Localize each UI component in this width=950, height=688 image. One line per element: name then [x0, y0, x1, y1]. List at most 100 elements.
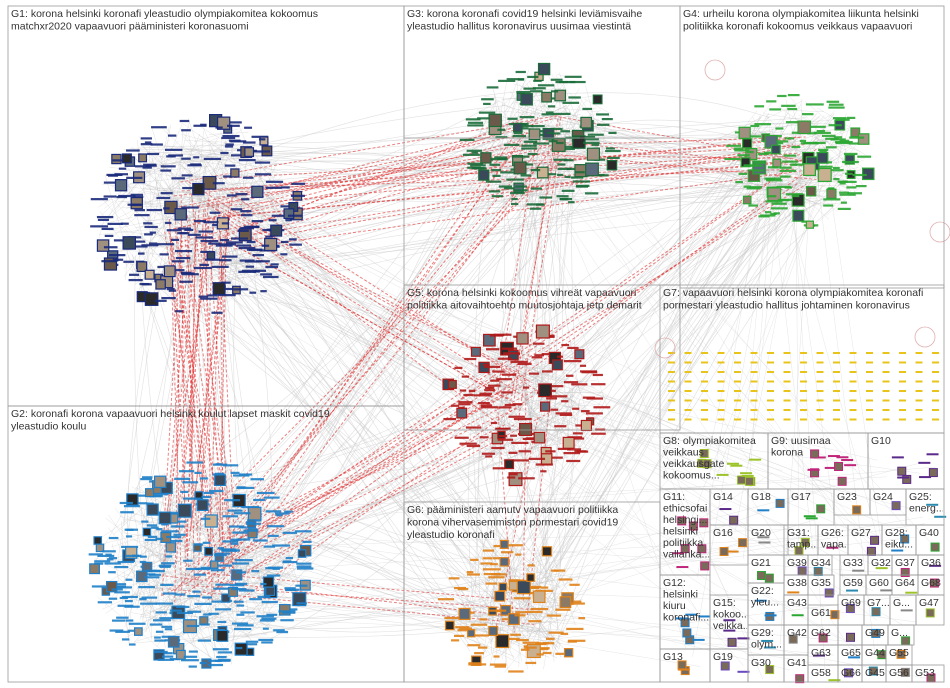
node-label[interactable] — [566, 374, 574, 377]
node-label[interactable] — [200, 623, 210, 626]
node-label[interactable] — [497, 357, 512, 360]
node-avatar[interactable] — [528, 128, 541, 141]
node-label[interactable] — [882, 352, 890, 354]
node-label[interactable] — [179, 232, 190, 235]
node-label[interactable] — [717, 361, 725, 364]
node-label[interactable] — [200, 517, 211, 520]
node-label[interactable] — [231, 622, 249, 625]
node-label[interactable] — [232, 531, 248, 534]
node-label[interactable] — [489, 158, 507, 161]
node-label[interactable] — [564, 175, 571, 178]
node-label[interactable] — [746, 150, 754, 154]
node-label[interactable] — [525, 661, 537, 665]
node-label[interactable] — [758, 152, 769, 155]
node-label[interactable] — [458, 403, 471, 406]
node-label[interactable] — [491, 169, 502, 172]
node-avatar[interactable] — [533, 431, 546, 444]
node-label[interactable] — [261, 641, 273, 644]
node-label[interactable] — [848, 656, 861, 659]
node-label[interactable] — [677, 668, 690, 671]
node-label[interactable] — [553, 112, 571, 116]
node-avatar[interactable] — [871, 607, 881, 617]
node-label[interactable] — [866, 352, 873, 354]
node-avatar[interactable] — [536, 166, 549, 179]
node-label[interactable] — [284, 587, 296, 590]
node-label[interactable] — [264, 496, 280, 499]
node-avatar[interactable] — [174, 208, 187, 221]
node-label[interactable] — [521, 144, 537, 147]
node-label[interactable] — [156, 243, 175, 246]
node-label[interactable] — [230, 154, 242, 157]
node-label[interactable] — [825, 146, 837, 149]
node-label[interactable] — [561, 189, 575, 192]
node-label[interactable] — [106, 558, 114, 561]
node-label[interactable] — [547, 105, 556, 108]
node-label[interactable] — [236, 486, 255, 490]
node-label[interactable] — [492, 557, 501, 560]
node-label[interactable] — [849, 399, 857, 402]
node-label[interactable] — [684, 361, 692, 364]
node-label[interactable] — [497, 438, 514, 441]
node-avatar[interactable] — [756, 571, 766, 581]
node-avatar[interactable] — [216, 629, 229, 642]
node-label[interactable] — [253, 498, 266, 502]
node-label[interactable] — [101, 550, 116, 553]
node-label[interactable] — [267, 566, 284, 569]
node-label[interactable] — [202, 596, 212, 599]
node-avatar[interactable] — [900, 667, 910, 677]
node-label[interactable] — [466, 571, 474, 574]
node-label[interactable] — [513, 417, 532, 421]
node-label[interactable] — [515, 611, 526, 614]
node-label[interactable] — [875, 567, 888, 570]
node-label[interactable] — [519, 122, 529, 126]
node-label[interactable] — [125, 554, 142, 558]
node-label[interactable] — [575, 184, 590, 187]
node-label[interactable] — [844, 172, 853, 175]
node-label[interactable] — [833, 380, 840, 383]
node-avatar[interactable] — [554, 89, 567, 102]
node-label[interactable] — [493, 655, 500, 658]
node-label[interactable] — [233, 600, 244, 603]
node-avatar[interactable] — [498, 582, 508, 592]
node-label[interactable] — [166, 229, 182, 232]
node-avatar[interactable] — [136, 261, 148, 273]
node-label[interactable] — [833, 178, 840, 181]
node-label[interactable] — [518, 450, 531, 453]
node-label[interactable] — [684, 418, 692, 421]
node-avatar[interactable] — [682, 628, 692, 638]
node-label[interactable] — [701, 371, 708, 373]
node-label[interactable] — [144, 225, 158, 229]
node-label[interactable] — [203, 613, 212, 616]
node-label[interactable] — [672, 552, 685, 555]
node-label[interactable] — [103, 195, 117, 198]
node-label[interactable] — [140, 555, 147, 558]
node-avatar[interactable] — [165, 542, 177, 553]
node-label[interactable] — [549, 395, 568, 398]
node-label[interactable] — [915, 380, 923, 383]
node-label[interactable] — [192, 590, 201, 593]
node-label[interactable] — [188, 650, 198, 653]
node-label[interactable] — [550, 90, 559, 93]
node-avatar[interactable] — [795, 674, 805, 684]
node-label[interactable] — [926, 453, 939, 456]
node-label[interactable] — [827, 455, 840, 458]
node-label[interactable] — [779, 166, 792, 169]
node-label[interactable] — [849, 136, 865, 139]
node-label[interactable] — [116, 616, 129, 619]
node-label[interactable] — [215, 583, 231, 586]
node-label[interactable] — [444, 616, 462, 620]
node-avatar[interactable] — [845, 603, 855, 613]
node-avatar[interactable] — [499, 557, 510, 567]
node-label[interactable] — [225, 143, 234, 146]
node-label[interactable] — [777, 198, 794, 201]
node-label[interactable] — [212, 648, 229, 651]
node-label[interactable] — [605, 149, 621, 153]
node-label[interactable] — [833, 361, 840, 364]
node-label[interactable] — [482, 557, 493, 560]
node-label[interactable] — [828, 106, 845, 109]
node-label[interactable] — [866, 418, 873, 421]
node-avatar[interactable] — [244, 147, 255, 157]
node-label[interactable] — [291, 182, 306, 185]
node-label[interactable] — [207, 659, 222, 662]
node-label[interactable] — [866, 380, 873, 383]
